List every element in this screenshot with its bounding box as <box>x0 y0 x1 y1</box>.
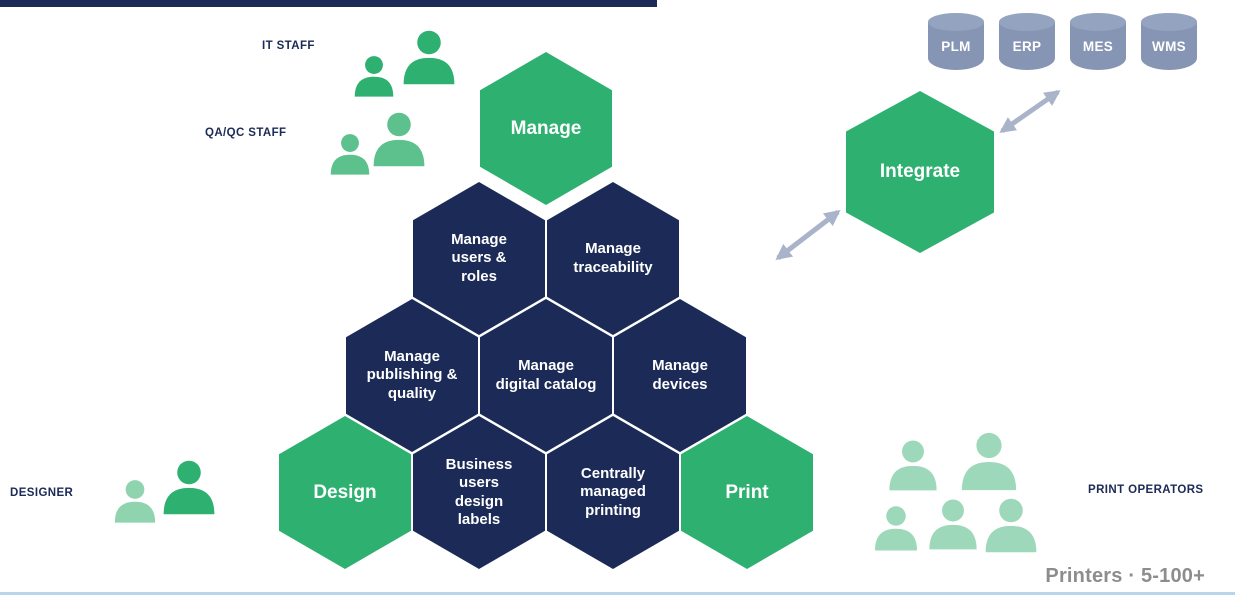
hex-integrate-label: Integrate <box>879 161 961 183</box>
external-systems-group: PLM ERP MES WMS <box>928 13 1197 70</box>
print-operator-person-icon <box>872 504 920 552</box>
qaqc-staff-person-icon <box>328 132 372 176</box>
hex-centrally-managed-printing-label: Centrally managed printing <box>580 465 646 519</box>
system-mes-label: MES <box>1082 38 1114 54</box>
plm-database-icon: PLM <box>928 13 984 70</box>
top-banner-strip <box>0 0 657 7</box>
system-wms-label: WMS <box>1152 38 1186 54</box>
hex-print: Print <box>681 416 813 569</box>
hex-design: Design <box>279 416 411 569</box>
bottom-divider-line <box>0 592 1235 595</box>
hex-manage-users-roles-label: Manage users & roles <box>451 231 507 285</box>
print-operator-person-icon <box>926 497 980 551</box>
hex-manage: Manage <box>480 52 612 205</box>
hex-manage-users-roles: Manage users & roles <box>413 182 545 335</box>
hex-manage-publishing-quality: Manage publishing & quality <box>346 299 478 452</box>
hex-manage-devices: Manage devices <box>614 299 746 452</box>
hex-manage-publishing-quality-label: Manage publishing & quality <box>366 348 458 402</box>
qaqc-staff-label: QA/QC STAFF <box>205 127 287 139</box>
qaqc-staff-person-icon <box>370 110 428 168</box>
print-operator-person-icon <box>982 496 1040 554</box>
print-operator-person-icon <box>886 438 940 492</box>
hex-business-users-design-labels-label: Business users design labels <box>445 455 513 528</box>
hex-design-label: Design <box>313 481 377 503</box>
mes-database-icon: MES <box>1070 13 1126 70</box>
hex-print-label: Print <box>725 481 769 503</box>
erp-database-icon: ERP <box>999 13 1055 70</box>
designer-person-icon <box>112 478 158 524</box>
integrate-systems-arrow <box>999 89 1061 134</box>
print-operators-label: PRINT OPERATORS <box>1088 484 1204 496</box>
hex-manage-devices-label: Manage devices <box>652 357 708 393</box>
printers-count-note: Printers · 5-100+ <box>1045 565 1205 587</box>
designer-label: DESIGNER <box>10 487 74 499</box>
print-operator-person-icon <box>958 430 1020 492</box>
hex-manage-label: Manage <box>510 117 582 139</box>
it-staff-label: IT STAFF <box>262 40 315 52</box>
hex-centrally-managed-printing: Centrally managed printing <box>547 416 679 569</box>
system-plm-label: PLM <box>941 38 971 54</box>
integrate-cluster-arrow <box>775 210 841 260</box>
hex-manage-digital-catalog: Manage digital catalog <box>480 299 612 452</box>
it-staff-person-icon <box>400 28 458 86</box>
system-erp-label: ERP <box>1012 38 1042 54</box>
hex-business-users-design-labels: Business users design labels <box>413 416 545 569</box>
wms-database-icon: WMS <box>1141 13 1197 70</box>
hex-manage-traceability: Manage traceability <box>547 182 679 335</box>
hex-manage-digital-catalog-label: Manage digital catalog <box>495 357 597 393</box>
hex-integrate: Integrate <box>846 91 994 253</box>
hex-manage-traceability-label: Manage traceability <box>573 240 653 276</box>
designer-person-icon <box>160 458 218 516</box>
it-staff-person-icon <box>352 54 396 98</box>
